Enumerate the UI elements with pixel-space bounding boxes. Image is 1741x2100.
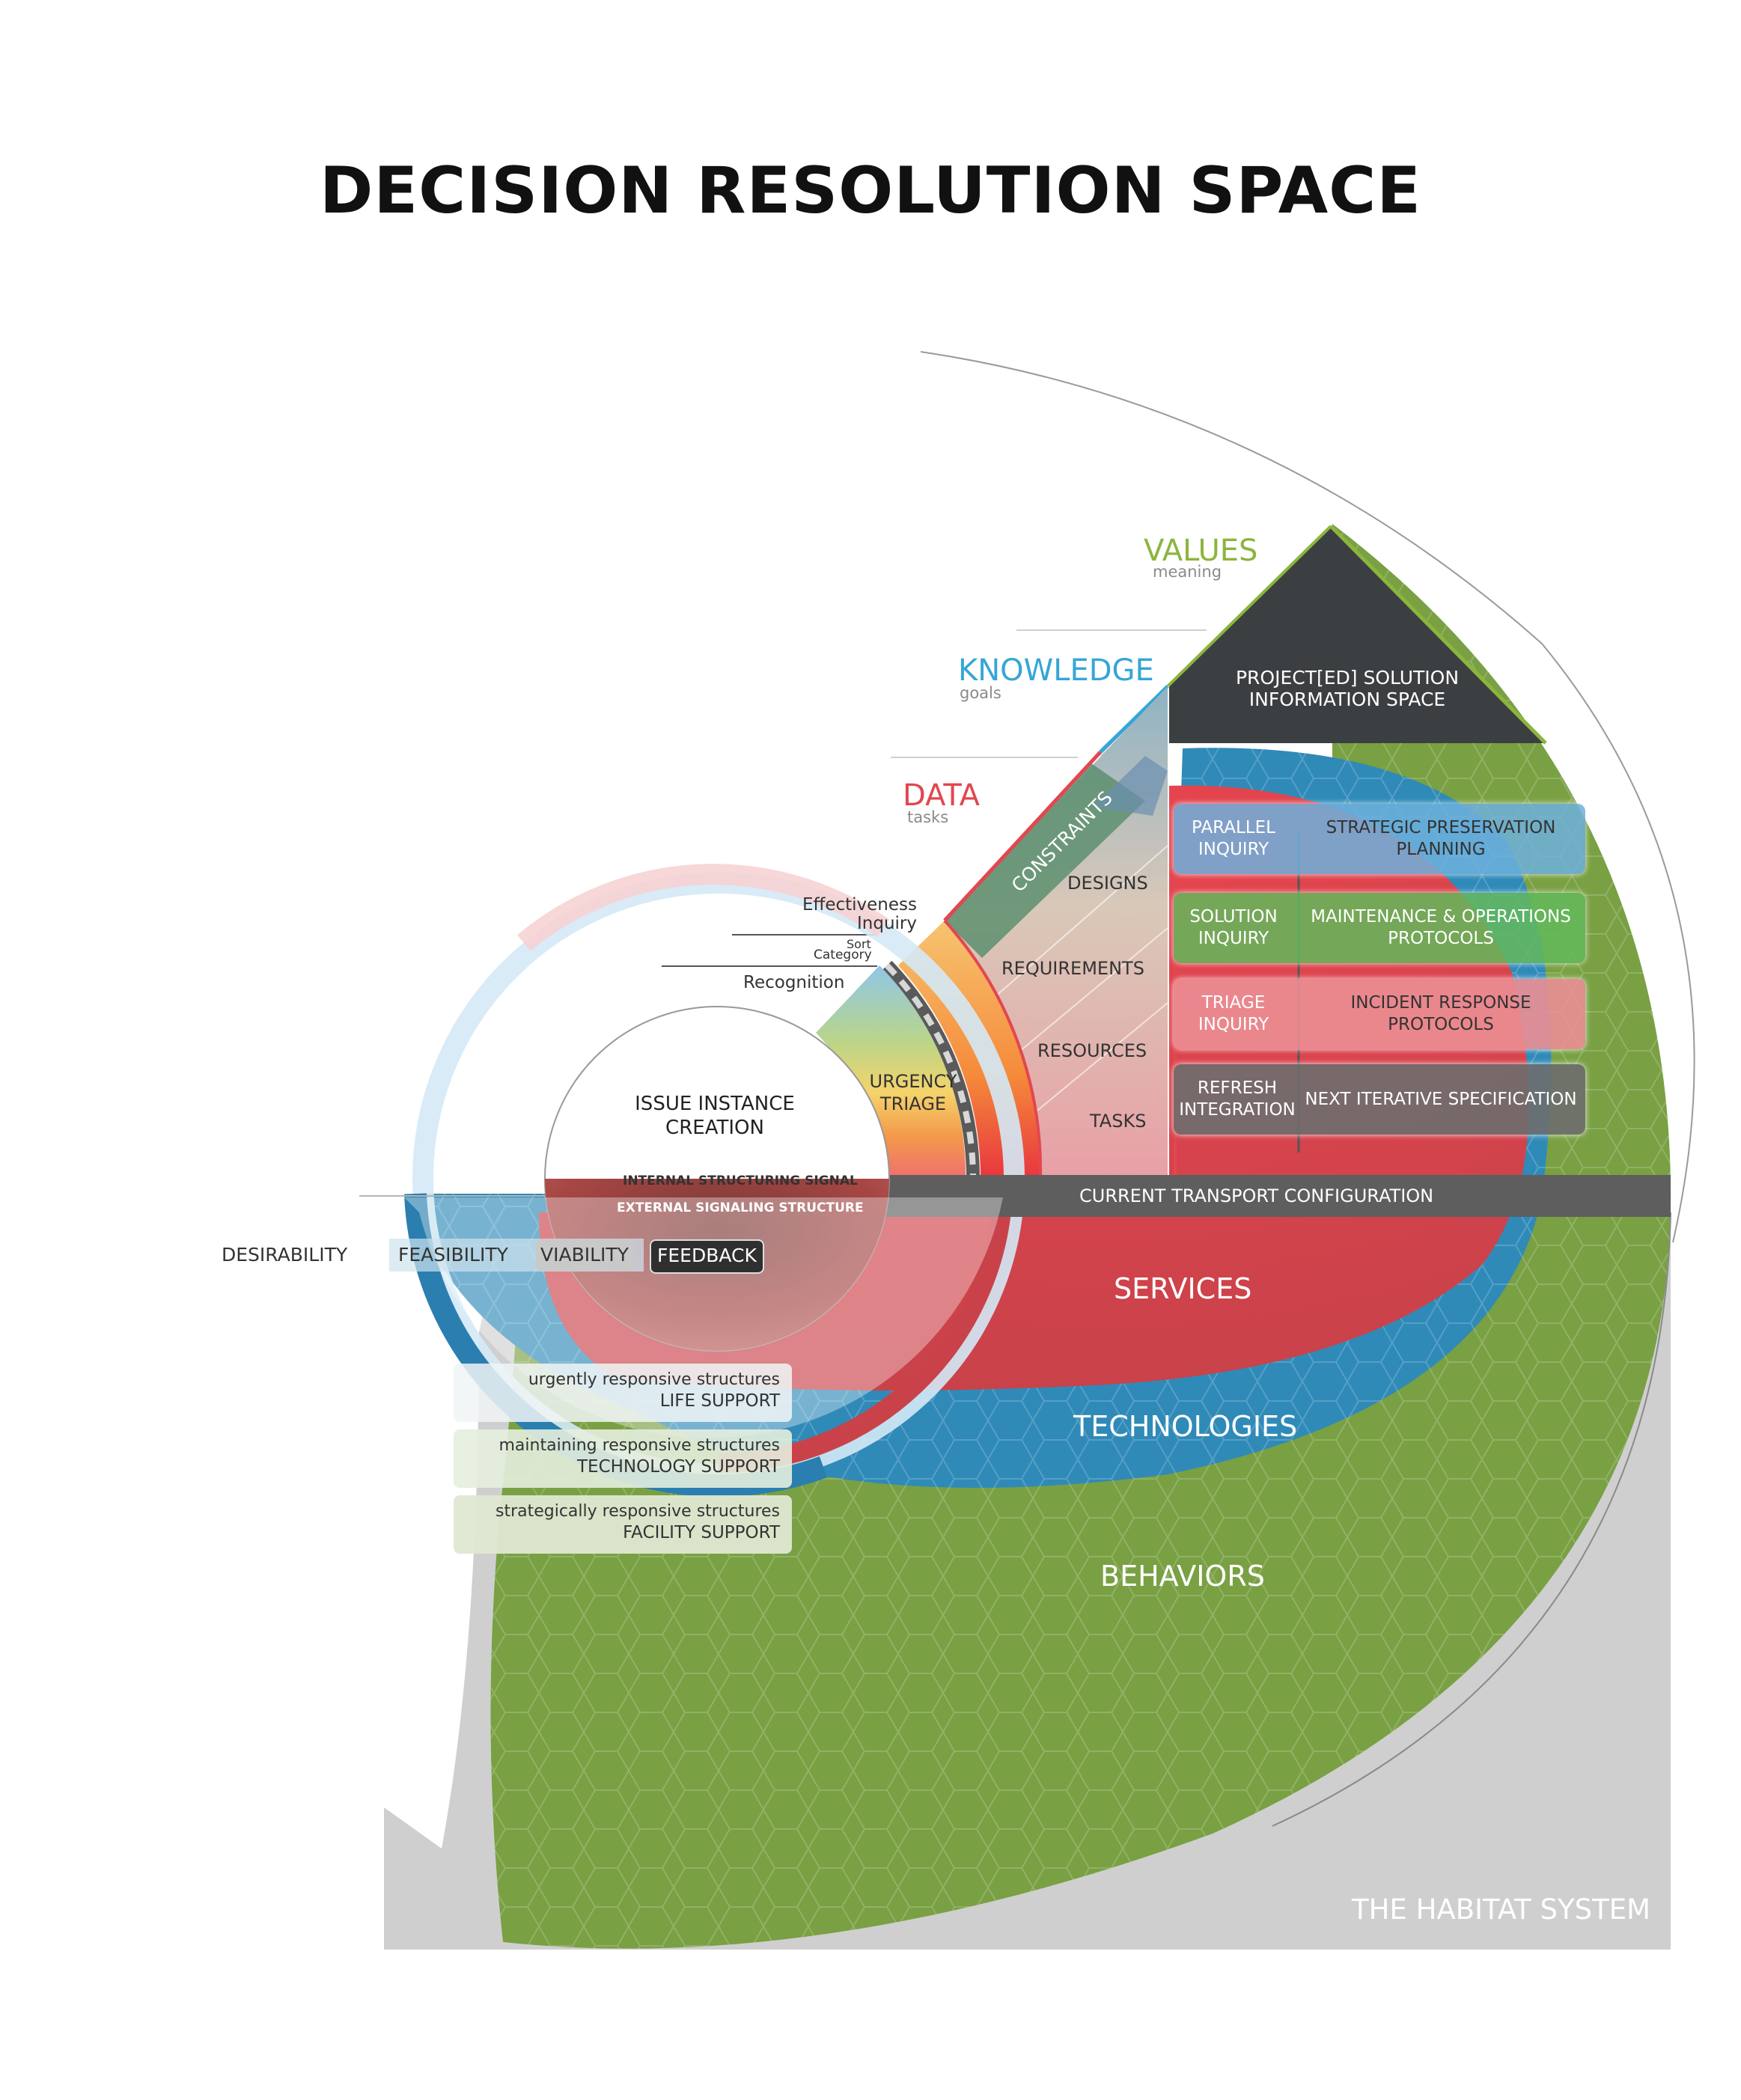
row-2-left: SOLUTION INQUIRY xyxy=(1189,907,1278,948)
layer-services: SERVICES xyxy=(1114,1272,1252,1305)
outer-arc xyxy=(920,351,1695,1243)
page-title: DECISION RESOLUTION SPACE xyxy=(320,153,1421,228)
row-4-left: REFRESH INTEGRATION xyxy=(1179,1078,1296,1120)
row-3-right: INCIDENT RESPONSE PROTOCOLS xyxy=(1350,993,1531,1034)
step-tasks: TASKS xyxy=(1090,1111,1147,1132)
row-4 xyxy=(1174,1064,1585,1135)
external-signal: EXTERNAL SIGNALING STRUCTURE xyxy=(617,1200,864,1215)
step-resources: RESOURCES xyxy=(1037,1040,1147,1061)
projected-solution-space: PROJECT[ED] SOLUTION INFORMATION SPACE xyxy=(1235,667,1460,710)
data-sub: tasks xyxy=(907,808,949,826)
criterion-feedback: FEEDBACK xyxy=(650,1239,764,1274)
support-facility-desc: strategically responsive structures xyxy=(495,1502,780,1521)
urgency-band xyxy=(816,965,966,1179)
knowledge-sub: goals xyxy=(960,684,1001,702)
layer-technologies: TECHNOLOGIES xyxy=(1073,1410,1298,1443)
category-label: Category xyxy=(814,947,872,962)
criterion-viability: VIABILITY xyxy=(536,1239,633,1271)
support-facility: strategically responsive structures FACI… xyxy=(454,1495,792,1554)
values-triangle xyxy=(1168,526,1546,743)
knowledge-label: KNOWLEDGE xyxy=(958,653,1154,688)
row-3-left: TRIAGE INQUIRY xyxy=(1198,993,1269,1034)
row-3 xyxy=(1174,979,1585,1049)
criterion-viability-text: VIABILITY xyxy=(540,1244,629,1266)
support-life-title: LIFE SUPPORT xyxy=(659,1391,780,1411)
values-label: VALUES xyxy=(1144,534,1258,568)
effectiveness-inquiry-text: Effectiveness Inquiry xyxy=(802,895,917,933)
support-technology: maintaining responsive structures TECHNO… xyxy=(454,1429,792,1488)
row-1 xyxy=(1174,804,1585,874)
transport-bar xyxy=(877,1175,1671,1217)
issue-instance-creation: ISSUE INSTANCE CREATION xyxy=(635,1093,795,1139)
urgency-triage: URGENCY TRIAGE xyxy=(869,1071,957,1114)
support-life: urgently responsive structures LIFE SUPP… xyxy=(454,1364,792,1422)
step-designs: DESIGNS xyxy=(1067,873,1148,894)
values-sub: meaning xyxy=(1153,563,1222,581)
row-4-right: NEXT ITERATIVE SPECIFICATION xyxy=(1305,1089,1577,1109)
support-life-desc: urgently responsive structures xyxy=(528,1370,780,1389)
step-requirements: REQUIREMENTS xyxy=(1001,958,1144,979)
constraints-band xyxy=(945,763,1145,958)
row-2 xyxy=(1174,893,1585,963)
criterion-feasibility: FEASIBILITY xyxy=(398,1244,508,1266)
support-technology-title: TECHNOLOGY SUPPORT xyxy=(576,1457,780,1477)
sort-label: Sort xyxy=(847,937,871,951)
recognition-label: Recognition xyxy=(743,973,845,992)
row-1-left: PARALLEL INQUIRY xyxy=(1192,818,1275,859)
data-label: DATA xyxy=(903,778,981,813)
criterion-desirability: DESIRABILITY xyxy=(222,1244,348,1266)
transport-label: CURRENT TRANSPORT CONFIGURATION xyxy=(1079,1185,1434,1206)
habitat-system-label: THE HABITAT SYSTEM xyxy=(1352,1893,1650,1926)
internal-signal: INTERNAL STRUCTURING SIGNAL xyxy=(623,1173,858,1188)
layer-behaviors: BEHAVIORS xyxy=(1100,1560,1265,1593)
row-1-right: STRATEGIC PRESERVATION PLANNING xyxy=(1326,818,1556,859)
row-2-right: MAINTENANCE & OPERATIONS PROTOCOLS xyxy=(1311,907,1571,948)
support-technology-desc: maintaining responsive structures xyxy=(498,1436,781,1455)
criterion-feedback-text: FEEDBACK xyxy=(657,1245,757,1266)
support-facility-title: FACILITY SUPPORT xyxy=(623,1523,780,1542)
effectiveness-inquiry: Effectiveness Inquiry xyxy=(778,896,917,933)
